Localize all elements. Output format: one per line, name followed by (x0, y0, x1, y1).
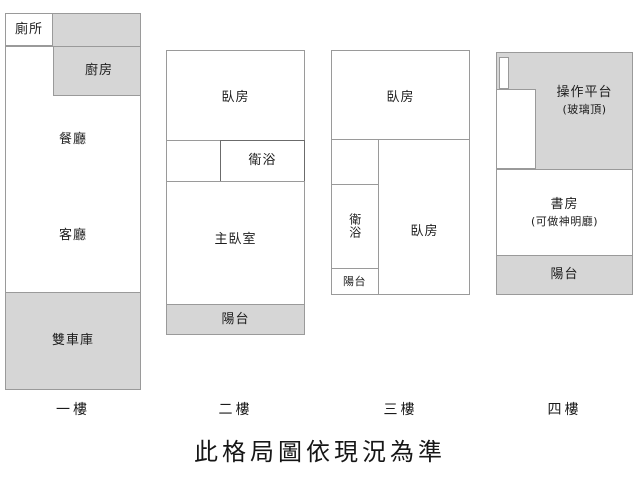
room-balcony-floor2-label: 陽台 (221, 311, 250, 327)
floor-1-wall-kitchen-left (53, 46, 54, 95)
floor-1-upper-shade (53, 14, 140, 46)
room-toilet-label: 廁所 (14, 21, 43, 37)
floor-4-wall-platform-bottom (496, 169, 633, 170)
room-balcony-floor2: 陽台 (166, 304, 305, 335)
floor-3-outline (331, 50, 470, 295)
room-bathroom-label: 衛浴 (248, 153, 277, 169)
floor-4-notch-slot (499, 57, 509, 89)
floor-1-kitchen-shade (53, 47, 140, 95)
room-toilet: 廁所 (5, 13, 53, 46)
floor-1-caption: 一樓 (56, 402, 90, 418)
room-bathroom: 衛浴 (220, 140, 305, 182)
floor-3-wall-bathroom-top (331, 184, 379, 185)
floor-1-wall-under-toilet (5, 46, 141, 47)
room-balcony-floor4: 陽台 (496, 255, 633, 295)
floor-2-caption: 二樓 (218, 402, 253, 418)
floor-2-outline (166, 50, 305, 335)
floor-3-wall-vertical-split (378, 139, 379, 295)
floor-3-wall-bedroom-bottom (331, 139, 470, 140)
floor-1-wall-kitchen-bottom (53, 95, 141, 96)
room-balcony-floor4-label: 陽台 (550, 267, 579, 283)
plan-disclaimer-caption: 此格局圖依現況為準 (194, 438, 446, 466)
floor-4-caption: 四樓 (547, 402, 582, 418)
floor-3-wall-balcony-top (331, 268, 379, 269)
floor-4-notch-block (496, 89, 536, 169)
floor-2-wall-corridor-bottom (166, 181, 305, 182)
room-double-garage: 雙車庫 (5, 292, 141, 390)
room-double-garage-label: 雙車庫 (51, 333, 94, 349)
floor-3-caption: 三樓 (383, 402, 418, 418)
